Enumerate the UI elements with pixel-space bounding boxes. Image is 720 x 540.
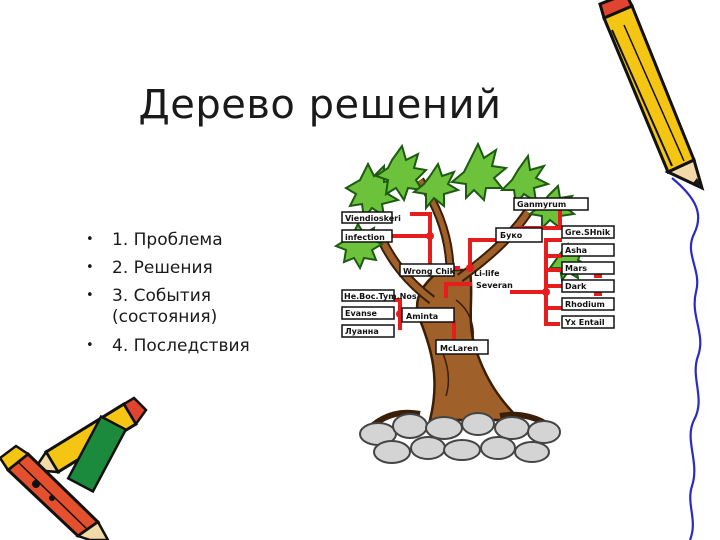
rocks: [359, 412, 561, 464]
bullet-item: 1. Проблема: [86, 226, 346, 254]
branch-label-boxes: [341, 197, 615, 355]
branch-label: Rhodium: [565, 300, 605, 309]
bullet-list: 1. Проблема 2. Решения 3. События(состоя…: [86, 226, 346, 360]
branch-label: Li-life: [474, 269, 500, 278]
branch-label: infection: [345, 233, 385, 242]
wave-line: [671, 177, 702, 540]
bullet-item: 3. События(состояния): [86, 282, 346, 328]
branch-label: McLaren: [440, 344, 479, 353]
branch-label: He.Boc.Tym.Nos: [344, 292, 417, 301]
branch-label: Dark: [565, 282, 587, 291]
branch-label: Viendioskeri: [345, 214, 401, 223]
branch-label: Evanse: [345, 309, 378, 318]
bullet-continuation: (состояния): [112, 307, 218, 327]
branch-label: Severan: [476, 281, 513, 290]
bullet-item: 4. Последствия: [86, 332, 346, 360]
branch-label: Gre.SHnik: [565, 228, 611, 237]
branch-nodes: [396, 232, 602, 318]
branch-label: Yx Entail: [564, 318, 605, 327]
pencils-bottom-icon: [0, 396, 148, 540]
bullet-item: 2. Решения: [86, 254, 346, 282]
branch-label: Aminta: [406, 312, 438, 321]
branch-label: Mars: [565, 264, 587, 273]
branch-label: Луанна: [345, 327, 379, 336]
branch-label: Wrong Chik: [403, 267, 456, 276]
branch-label: Буко: [500, 231, 523, 240]
branch-label: Asha: [565, 246, 587, 255]
pencil-top-icon: [598, 0, 705, 191]
slide-title: Дерево решений: [138, 82, 502, 128]
branch-label: Ganmyrum: [517, 200, 566, 209]
